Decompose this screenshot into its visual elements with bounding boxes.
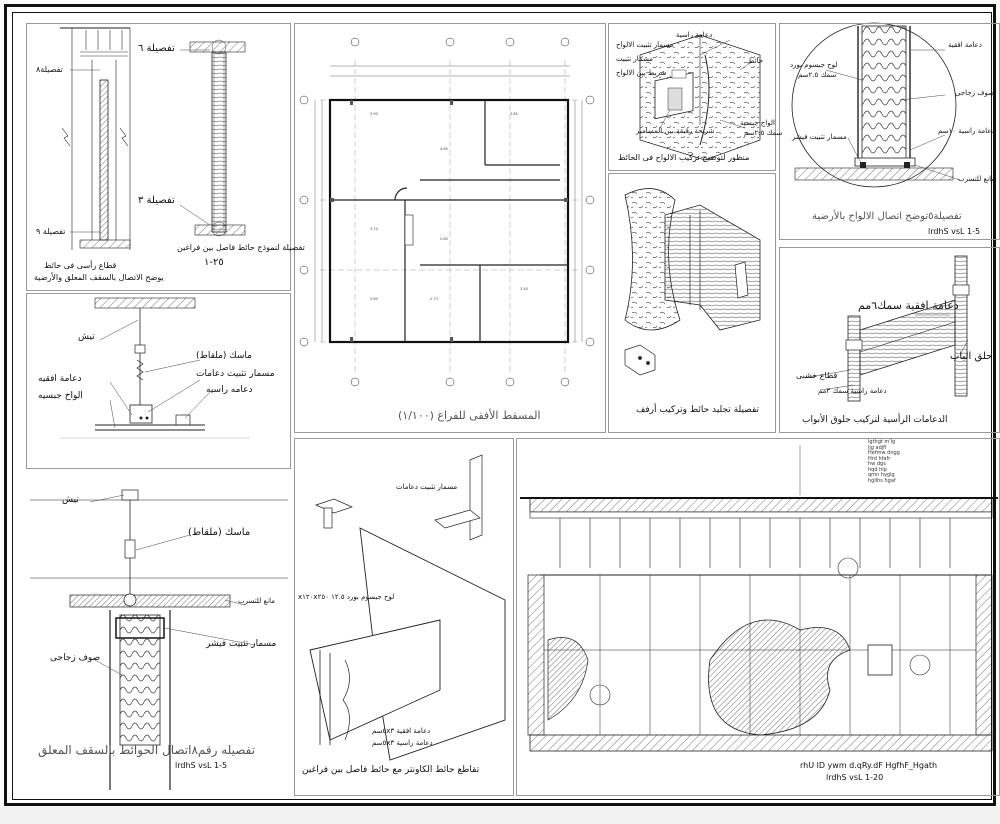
cladding-drawing xyxy=(624,188,761,376)
hanger-nail-label: مسمار تثبيت دعامات xyxy=(196,369,275,379)
hanger-clip-label: ماسك (ملقاط) xyxy=(196,351,252,361)
junction-clip-label: ماسك (ملقاط) xyxy=(188,527,251,538)
board-side-label-3: شريط بين الالواح xyxy=(616,69,667,77)
svg-text:2.73: 2.73 xyxy=(430,297,438,301)
plan-title: المسقط الأفقى للفراغ (١/١٠٠) xyxy=(398,409,541,422)
counter-wall-drawing xyxy=(309,454,506,761)
legend-item: Hrd hfafr xyxy=(868,455,891,462)
junction-nail-label: مسمار تثبيت فيشر xyxy=(206,639,277,649)
floor-gypsum-label: لوح جبسوم بورد xyxy=(790,61,838,69)
counter-board-label: لوح جبسوم بورد ١٢.٥ x١٢٠x٢٥٠ xyxy=(298,593,395,601)
board-side-label-2: مسمار تثبيت xyxy=(616,55,653,63)
junction-wool-label: صوف زجاجى xyxy=(50,653,101,663)
svg-text:2.80: 2.80 xyxy=(370,297,378,301)
board-wall-label: حائط xyxy=(748,57,764,65)
leader-lines xyxy=(70,39,969,676)
svg-text:3.74: 3.74 xyxy=(370,227,379,231)
floor-detail-drawing xyxy=(791,22,957,188)
door-wood-label: قطاع خشبى xyxy=(796,371,838,380)
panel-counter-wall xyxy=(294,438,514,796)
door-vertical-label: دعامة راسية سمك ٣مم xyxy=(818,387,887,395)
elevation-caption: rhU lD ywm d.qRy.dF HgfhF_Hgath xyxy=(800,761,938,770)
detail-3-label: تفصيلة ٣ xyxy=(138,195,175,206)
svg-text:3.90: 3.90 xyxy=(370,112,378,116)
counter-wall-caption: تقاطع حائط الكاونتر مع حائط فاصل بين فرا… xyxy=(302,765,480,775)
svg-text:4.60: 4.60 xyxy=(440,147,448,151)
board-install-drawing xyxy=(639,34,761,161)
door-ring-label: حلق الباب xyxy=(950,351,993,362)
legend-item: hgllhs hgaf xyxy=(868,477,896,484)
hanger-boards-label: الواح جبسيه xyxy=(38,391,83,401)
counter-nails-label: مسمار تثبيت دعامات xyxy=(396,483,458,491)
board-tape-label: شريحة رقيقة بين المسامير xyxy=(636,127,715,135)
floor-nail-label: مسمار تثبيت فيشر xyxy=(792,133,847,141)
junction-leak-label: مانع للتسرب xyxy=(238,597,276,605)
floor-detail-scale: lrdhS vsL 1-5 xyxy=(928,227,981,236)
legend-item: lgthgt m'lg xyxy=(868,439,896,445)
cladding-caption: تفصيلة تجليد حائط وتركيب أرفف xyxy=(636,405,760,415)
bottom-strip xyxy=(0,806,1000,824)
board-vertical-stud-label: دعامة راسية xyxy=(676,31,713,39)
vertical-section-drawing xyxy=(60,27,246,250)
outer-frame xyxy=(4,4,996,806)
legend-item: Hefmw dngg xyxy=(868,450,900,456)
door-frame-caption: الدعامات الرأسية لتركيب حلوق الأبواب xyxy=(802,415,948,425)
section-caption-4: ٢٥-١ xyxy=(204,257,224,268)
panel-elevation xyxy=(516,438,1000,796)
hanger-horizontal-label: دعامة افقيه xyxy=(38,374,82,384)
junction-caption: تفصيله رقم٨اتصال الحوائط بالسقف المعلق xyxy=(38,743,256,757)
door-top-label: دعامة افقية سمك٦مم xyxy=(858,299,959,312)
panel-hanger-detail xyxy=(26,293,291,469)
panel-door-frame xyxy=(779,247,1000,433)
section-caption-3: تفصيلة لنموذج حائط فاصل بين فراغين xyxy=(177,243,305,252)
junction-wire-label: تيش xyxy=(62,495,79,505)
panel-plan xyxy=(294,23,606,433)
door-frame-drawing xyxy=(845,255,970,402)
detail-9-label: تفصيلة ٩ xyxy=(36,227,66,236)
elevation-drawing xyxy=(520,497,998,752)
section-caption-2: يوضح الاتصال بالسقف المعلق والأرضية xyxy=(34,273,164,282)
board-install-caption: منظور لتوضيح تركيب الالواح فى الحائط xyxy=(618,153,750,162)
panel-vertical-section xyxy=(26,23,291,291)
floor-plan-drawing: 3.90 3.85 4.60 3.74 2.60 3.40 2.80 2.73 xyxy=(299,37,595,387)
board-side-label-1: مسمار تثبيت الالواح xyxy=(616,41,674,49)
ceiling-junction-drawing xyxy=(30,489,288,790)
elevation-scale: lrdhS vsL 1-20 xyxy=(826,773,884,782)
floor-leak-label: مانع للتسرب xyxy=(958,175,996,183)
board-boards-thickness: سمك ٢.٥سم xyxy=(744,129,783,137)
legend-item: ljg adjfl xyxy=(868,444,887,451)
hanger-vertical-label: دعامه راسيه xyxy=(206,385,253,395)
svg-text:3.40: 3.40 xyxy=(520,287,528,291)
svg-text:2.60: 2.60 xyxy=(440,237,448,241)
detail-8-label: تفصيلة٨ xyxy=(36,65,63,74)
counter-h-label: دعامة افقية ٥x٣سم xyxy=(372,727,431,735)
floor-vertical-label: دعامة راسية ١٠سم xyxy=(938,127,995,135)
inner-frame xyxy=(12,12,992,800)
board-boards-label: الواح جبسية xyxy=(740,119,775,127)
floor-horizontal-label: دعامة افقية xyxy=(948,41,982,49)
legend-item: qmn hyglg xyxy=(868,472,895,478)
hanger-detail-drawing xyxy=(60,297,250,439)
panel-board-install xyxy=(608,23,776,171)
section-caption-1: قطاع رأسى فى حائط xyxy=(44,261,117,270)
floor-gypsum-thickness: سمك ٢.٥سم xyxy=(798,71,837,79)
panel-cladding xyxy=(608,173,776,433)
counter-v-label: دعامة راسية ٥x٣سم xyxy=(372,739,433,747)
legend-item: hqd hlp xyxy=(868,466,887,473)
legend-item: hw dgs xyxy=(868,461,886,467)
floor-wool-label: صوف زجاجى xyxy=(955,89,995,97)
floor-detail-caption: تفصيلة٥توضح اتصال الالواح بالأرضية xyxy=(812,211,962,222)
svg-text:3.85: 3.85 xyxy=(510,112,518,116)
hanger-wire-label: تيش xyxy=(78,332,95,342)
junction-scale: lrdhS vsL 1-5 xyxy=(175,761,228,770)
detail-6-label: تفصيلة ٦ xyxy=(138,43,175,54)
